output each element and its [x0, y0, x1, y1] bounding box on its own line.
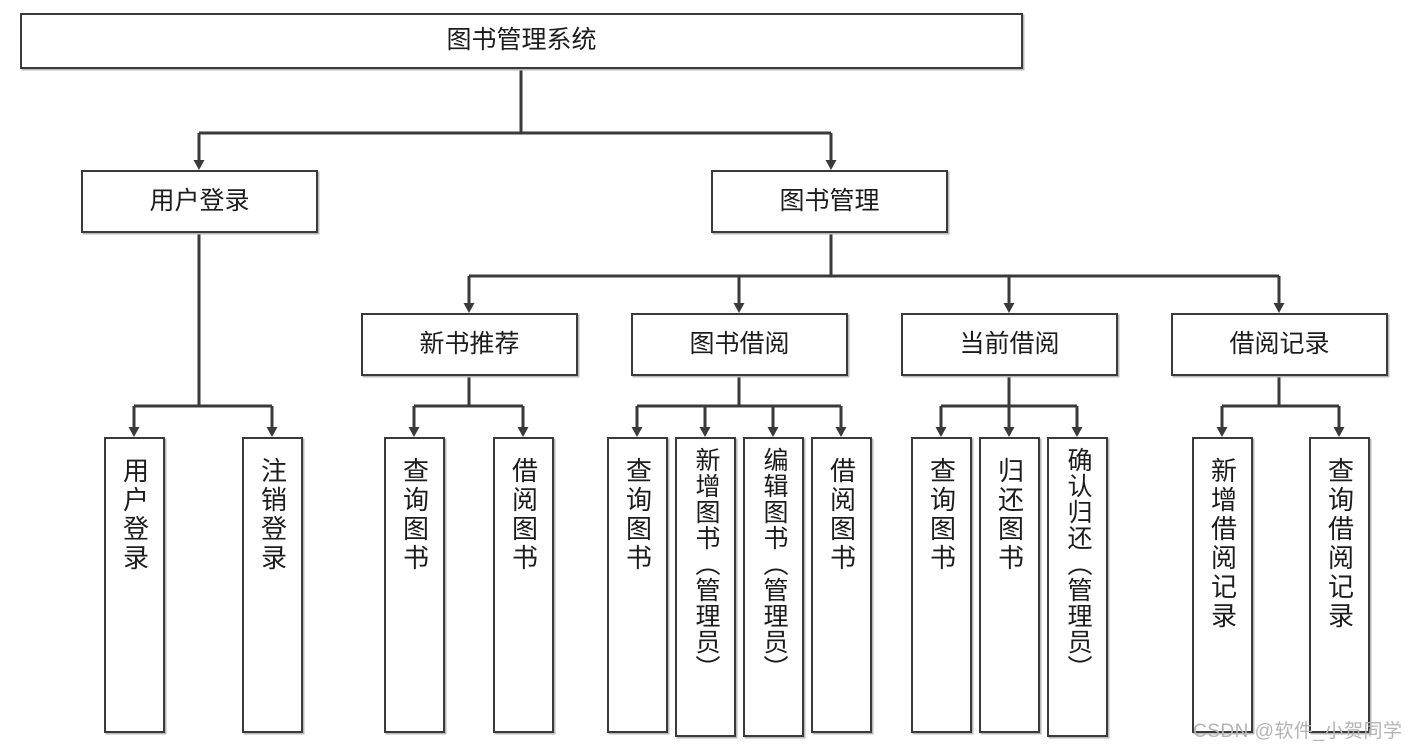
leaf-user-login[interactable]: 用户登录	[104, 437, 165, 733]
node-label: 确认归还（管理员）	[1064, 447, 1092, 681]
leaf-logout[interactable]: 注销登录	[242, 437, 303, 733]
leaf-borrow-book-recommend[interactable]: 借阅图书	[493, 437, 554, 733]
node-label: 图书管理系统	[446, 26, 597, 55]
node-label: 当前借阅	[959, 329, 1060, 358]
leaf-return-book[interactable]: 归还图书	[979, 437, 1040, 733]
node-label: 归还图书	[994, 457, 1025, 573]
node-label: 图书借阅	[689, 329, 790, 358]
node-label: 查询图书	[622, 457, 653, 573]
watermark-text: CSDN @软件_小贺同学	[1193, 721, 1403, 742]
node-label: 查询图书	[926, 457, 957, 573]
node-label: 借阅图书	[508, 457, 539, 573]
node-label: 借阅记录	[1229, 329, 1330, 358]
leaf-borrow-book[interactable]: 借阅图书	[811, 437, 872, 733]
node-book-management[interactable]: 图书管理	[711, 170, 948, 233]
leaf-query-borrow-record[interactable]: 查询借阅记录	[1309, 437, 1370, 733]
leaf-query-book-recommend[interactable]: 查询图书	[384, 437, 445, 733]
node-current-borrow[interactable]: 当前借阅	[901, 313, 1118, 376]
node-label: 注销登录	[257, 457, 288, 573]
leaf-query-book-borrow[interactable]: 查询图书	[607, 437, 668, 733]
leaf-confirm-return-admin[interactable]: 确认归还（管理员）	[1047, 437, 1108, 737]
node-label: 编辑图书（管理员）	[760, 447, 788, 681]
node-label: 查询图书	[399, 457, 430, 573]
node-new-book-recommend[interactable]: 新书推荐	[361, 313, 578, 376]
node-label: 用户登录	[119, 457, 150, 573]
leaf-add-borrow-record[interactable]: 新增借阅记录	[1192, 437, 1253, 733]
node-user-login[interactable]: 用户登录	[81, 170, 318, 233]
node-label: 新增图书（管理员）	[692, 447, 720, 681]
leaf-query-book-current[interactable]: 查询图书	[911, 437, 972, 733]
node-root-book-management-system[interactable]: 图书管理系统	[20, 13, 1023, 69]
node-label: 新增借阅记录	[1207, 457, 1238, 631]
node-label: 用户登录	[149, 186, 250, 215]
leaf-add-book-admin[interactable]: 新增图书（管理员）	[675, 437, 736, 737]
node-label: 新书推荐	[419, 329, 520, 358]
node-label: 查询借阅记录	[1324, 457, 1355, 631]
node-borrow-record[interactable]: 借阅记录	[1171, 313, 1388, 376]
node-label: 图书管理	[779, 186, 880, 215]
node-label: 借阅图书	[826, 457, 857, 573]
leaf-edit-book-admin[interactable]: 编辑图书（管理员）	[743, 437, 804, 737]
node-book-borrow[interactable]: 图书借阅	[631, 313, 848, 376]
